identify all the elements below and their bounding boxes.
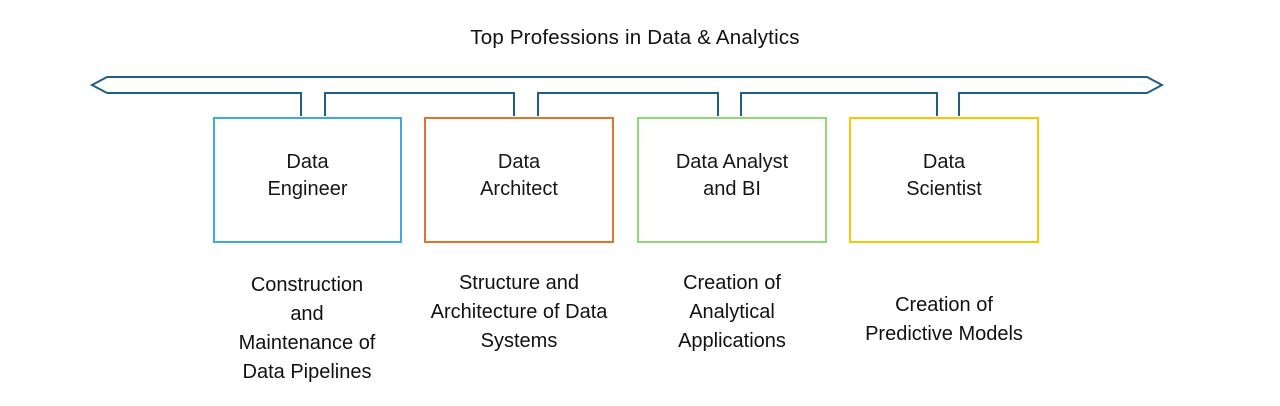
profession-box-label: Data Analyst and BI [675,150,789,200]
timeline-arrow-path [89,76,1165,116]
profession-box-data-analyst-bi: Data Analyst and BI [637,117,827,243]
profession-box-label: Data Architect [480,150,558,200]
profession-box-data-engineer: Data Engineer [213,117,402,243]
diagram-title: Top Professions in Data & Analytics [470,26,800,49]
profession-box-data-architect: Data Architect [424,117,614,243]
profession-description-data-engineer: Construction and Maintenance of Data Pip… [238,274,376,383]
profession-description-data-scientist: Creation of Predictive Models [865,294,1023,345]
profession-box-data-scientist: Data Scientist [849,117,1039,243]
profession-description-data-analyst-bi: Creation of Analytical Applications [678,272,786,352]
profession-box-label: Data Scientist [906,150,982,200]
profession-box-label: Data Engineer [267,150,348,200]
profession-description-data-architect: Structure and Architecture of Data Syste… [430,272,608,352]
